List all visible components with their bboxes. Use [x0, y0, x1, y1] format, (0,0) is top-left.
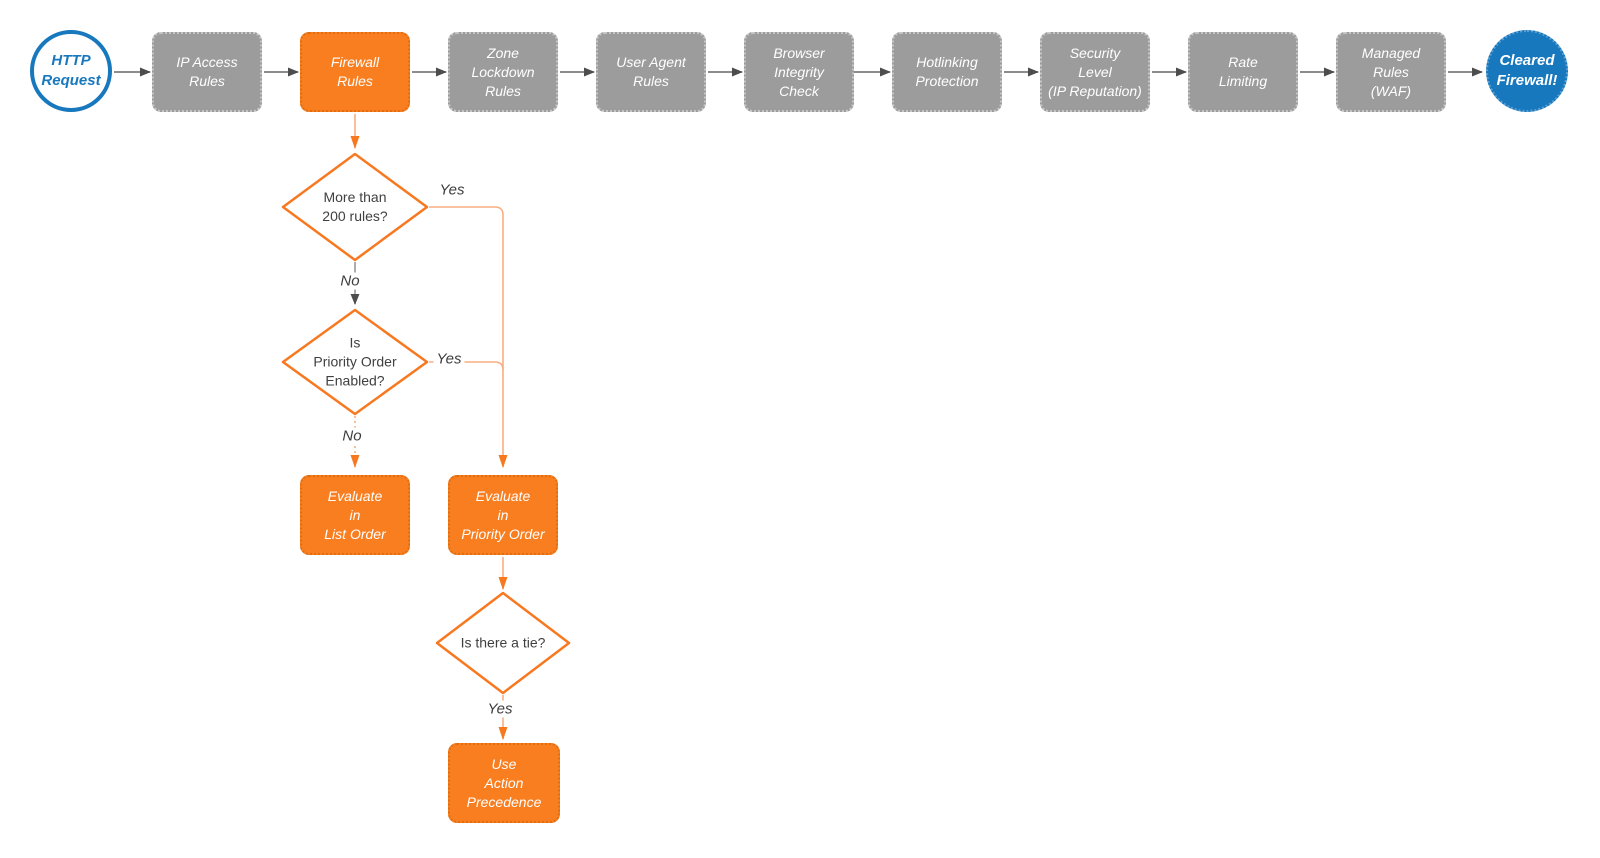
node-zone-lockdown-rules-label: Zone Lockdown Rules — [471, 44, 535, 99]
node-rate-limiting: Rate Limiting — [1188, 32, 1298, 112]
decision-tie-shape — [435, 591, 571, 695]
node-user-agent-rules-label: User Agent Rules — [616, 54, 686, 89]
node-use-action-precedence: Use Action Precedence — [448, 743, 560, 823]
node-hotlinking-protection-label: Hotlinking Protection — [915, 54, 979, 89]
node-ip-access-rules: IP Access Rules — [152, 32, 262, 112]
decision-more-than-200-label: More than 200 rules? — [322, 189, 388, 224]
node-managed-rules-waf: Managed Rules (WAF) — [1336, 32, 1446, 112]
node-evaluate-priority-order: Evaluate in Priority Order — [448, 475, 558, 555]
decision-tie-label: Is there a tie? — [460, 634, 546, 651]
node-evaluate-priority-order-label: Evaluate in Priority Order — [461, 487, 545, 542]
node-ip-access-rules-label: IP Access Rules — [176, 54, 238, 89]
edge-label-d1-no: No — [337, 272, 363, 290]
node-evaluate-list-order-label: Evaluate in List Order — [324, 487, 386, 542]
node-http-request: HTTP Request — [30, 30, 112, 112]
node-zone-lockdown-rules: Zone Lockdown Rules — [448, 32, 558, 112]
node-use-action-precedence-label: Use Action Precedence — [466, 755, 542, 810]
decision-priority-order-shape — [281, 308, 429, 416]
edge-d1-yes-to-priority — [429, 206, 508, 468]
node-user-agent-rules: User Agent Rules — [596, 32, 706, 112]
node-hotlinking-protection: Hotlinking Protection — [892, 32, 1002, 112]
node-security-level-label: Security Level (IP Reputation) — [1048, 44, 1142, 99]
node-browser-integrity-check: Browser Integrity Check — [744, 32, 854, 112]
node-browser-integrity-check-label: Browser Integrity Check — [773, 44, 825, 99]
node-evaluate-list-order: Evaluate in List Order — [300, 475, 410, 555]
edge-label-d2-no: No — [339, 427, 365, 445]
edge-d2-yes-join — [429, 361, 504, 371]
edge-label-d3-yes: Yes — [484, 700, 516, 718]
node-managed-rules-waf-label: Managed Rules (WAF) — [1361, 44, 1421, 99]
decision-more-than-200-shape — [281, 152, 429, 262]
node-http-request-label: HTTP Request — [41, 52, 101, 89]
edge-label-d2-yes: Yes — [433, 350, 465, 368]
node-cleared-firewall-label: Cleared Firewall! — [1496, 52, 1558, 89]
decision-shapes — [281, 152, 571, 695]
node-firewall-rules-label: Firewall Rules — [330, 54, 380, 89]
node-firewall-rules: Firewall Rules — [300, 32, 410, 112]
decision-priority-order-label: Is Priority Order Enabled? — [313, 334, 397, 389]
node-rate-limiting-label: Rate Limiting — [1218, 54, 1268, 89]
node-security-level: Security Level (IP Reputation) — [1040, 32, 1150, 112]
node-cleared-firewall: Cleared Firewall! — [1486, 30, 1568, 112]
edge-label-d1-yes: Yes — [436, 181, 468, 199]
